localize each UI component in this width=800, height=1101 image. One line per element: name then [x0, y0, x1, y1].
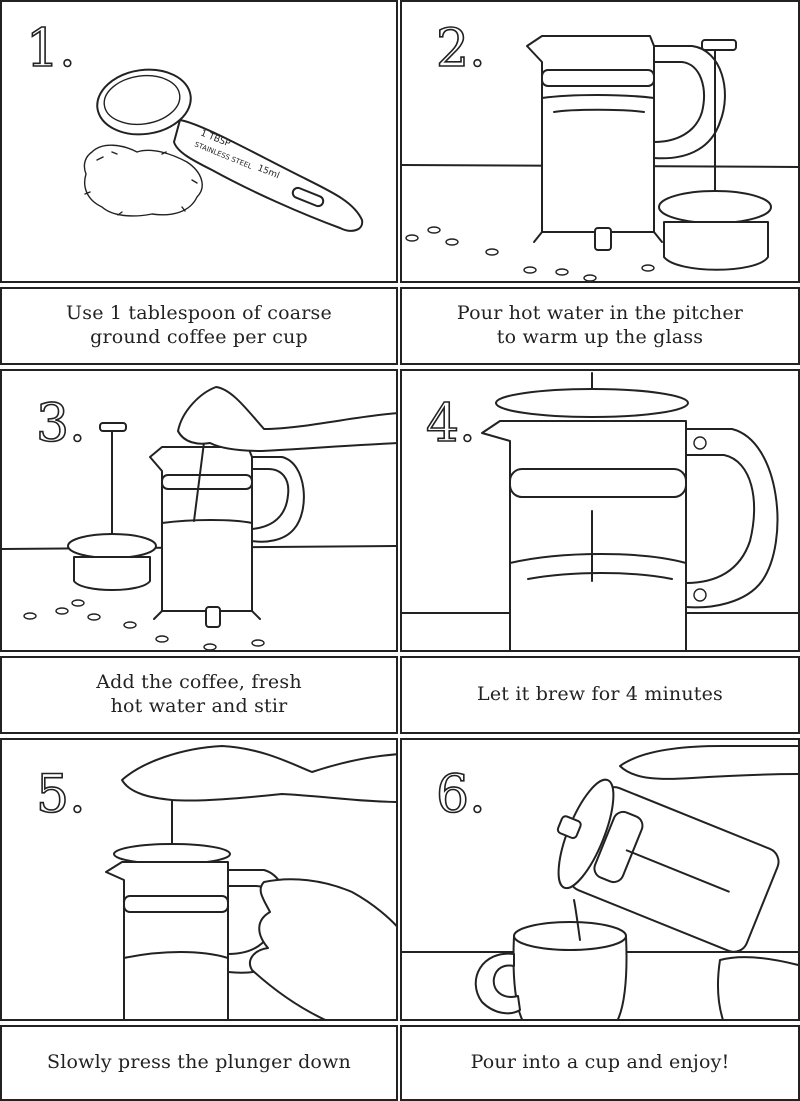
step-3-number: 3. [36, 394, 86, 454]
step-6-caption: Pour into a cup and enjoy! [400, 1025, 800, 1101]
step-2-number: 2. [436, 19, 486, 79]
step-1-number: 1. [26, 19, 76, 79]
step-5-illustration: 5. [0, 738, 398, 1021]
step-1-caption-text: Use 1 tablespoon of coarse ground coffee… [66, 302, 332, 348]
step-1-caption: Use 1 tablespoon of coarse ground coffee… [0, 287, 398, 365]
step-2-illustration: 2. [400, 0, 800, 283]
step-6-caption-text: Pour into a cup and enjoy! [470, 1051, 730, 1074]
step-3-caption-text: Add the coffee, fresh hot water and stir [96, 671, 302, 717]
step-3-illustration: 3. [0, 369, 398, 652]
step-1-illustration: 1. 1 TBSP STAINLESS STEEL 15ml [0, 0, 398, 283]
step-5-caption-text: Slowly press the plunger down [47, 1051, 351, 1074]
step-4-caption: Let it brew for 4 minutes [400, 656, 800, 734]
step-4-number: 4. [426, 394, 476, 454]
step-6-number: 6. [436, 765, 486, 825]
brewing-press-icon: 4. [402, 371, 800, 650]
step-4-illustration: 4. [400, 369, 800, 652]
step-5-number: 5. [36, 765, 86, 825]
step-3-caption: Add the coffee, fresh hot water and stir [0, 656, 398, 734]
french-press-icon: 2. [402, 18, 800, 283]
step-2-caption-text: Pour hot water in the pitcher to warm up… [456, 302, 744, 348]
step-4-caption-text: Let it brew for 4 minutes [477, 683, 723, 706]
pressing-hand-icon: 5. [35, 740, 396, 1019]
step-5-caption: Slowly press the plunger down [0, 1025, 398, 1101]
step-2-caption: Pour hot water in the pitcher to warm up… [400, 287, 800, 365]
stirring-hand-icon: 3. [2, 371, 396, 652]
tablespoon-icon: 1. 1 TBSP STAINLESS STEEL 15ml [25, 18, 398, 283]
step-6-illustration: 6. [400, 738, 800, 1021]
pouring-icon: 6. [402, 740, 798, 1019]
